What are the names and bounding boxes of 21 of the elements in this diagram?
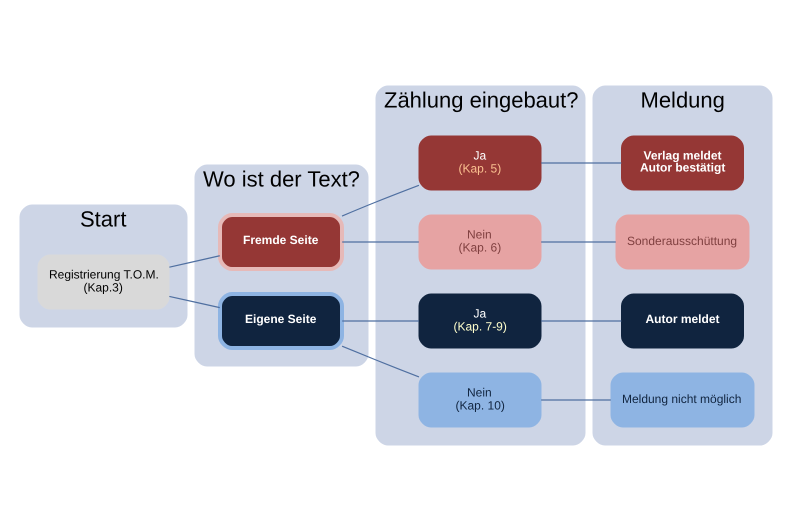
- node-box: Autor meldet: [621, 294, 744, 348]
- connector: [541, 399, 611, 401]
- connector: [342, 320, 419, 322]
- node-box: Registrierung T.O.M. (Kap.3): [38, 254, 170, 310]
- node-box: Sonderausschüttung: [616, 214, 750, 270]
- connector: [541, 162, 622, 164]
- connector: [169, 255, 220, 268]
- connector: [342, 346, 420, 378]
- node-box: Meldung nicht möglich: [610, 372, 754, 428]
- connector: [342, 241, 419, 243]
- connector: [541, 320, 622, 322]
- node-box: Nein (Kap. 10): [418, 372, 542, 428]
- connector: [342, 184, 420, 217]
- node-box: Verlag meldet Autor bestätigt: [621, 136, 744, 190]
- node-box: Ja (Kap. 7-9): [418, 294, 542, 348]
- node-box: Ja (Kap. 5): [418, 136, 542, 190]
- node-box: Fremde Seite: [218, 213, 344, 271]
- connector: [541, 241, 616, 243]
- node-box: Eigene Seite: [218, 292, 344, 350]
- node-box: Nein (Kap. 6): [418, 214, 542, 270]
- connector: [169, 296, 220, 308]
